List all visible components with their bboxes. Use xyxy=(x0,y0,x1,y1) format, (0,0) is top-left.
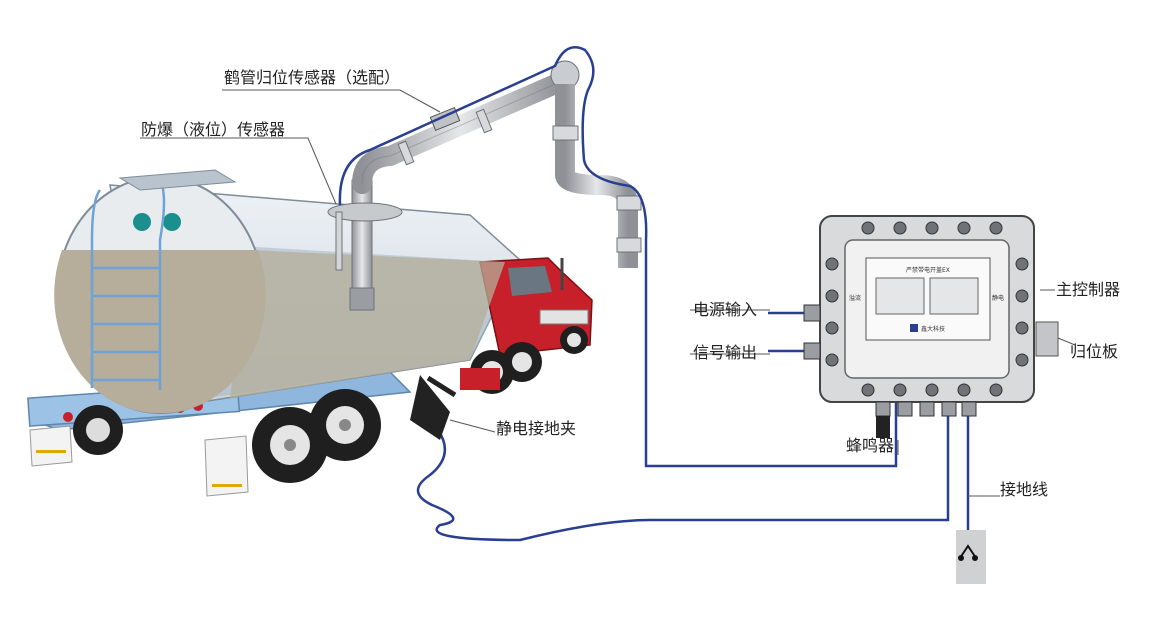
ground-stake xyxy=(956,530,986,584)
panel-left-text: 溢流 xyxy=(849,294,861,302)
wheel xyxy=(502,342,542,382)
tanker-truck xyxy=(27,169,593,497)
rear-light xyxy=(63,412,73,422)
loading-arm xyxy=(327,60,642,311)
signal-cables xyxy=(338,46,970,548)
label-explosion-sensor: 防爆（液位）传感器 xyxy=(141,120,286,139)
reflector-strip xyxy=(212,484,242,487)
box-bolts xyxy=(825,221,1029,397)
mudguard xyxy=(460,368,500,390)
mud-flap xyxy=(204,435,249,497)
wheel xyxy=(252,407,328,483)
label-crane-sensor: 鹤管归位传感器（选配） xyxy=(224,68,401,87)
wheel xyxy=(73,405,123,455)
walkway xyxy=(118,169,237,191)
label-return-plate: 归位板 xyxy=(1070,342,1119,361)
buzzer-device xyxy=(876,416,890,438)
static-ground-clamp xyxy=(410,375,457,440)
label-buzzer: 蜂鸣器 xyxy=(846,436,895,455)
level-sensor-flange xyxy=(327,202,403,222)
wheel xyxy=(560,326,588,354)
label-power-input: 电源输入 xyxy=(693,300,758,319)
label-ground-wire: 接地线 xyxy=(1000,480,1049,499)
reflector-strip xyxy=(36,450,66,453)
label-signal-output: 信号输出 xyxy=(693,343,758,362)
return-plate xyxy=(1035,321,1059,357)
level-sensor-probe xyxy=(335,211,343,271)
panel-title: 严禁带电开盖EX xyxy=(906,266,950,274)
label-ground-clamp: 静电接地夹 xyxy=(496,419,577,438)
leader-lines xyxy=(140,89,1076,497)
wheel xyxy=(309,389,381,461)
tank-port xyxy=(133,213,151,231)
mud-flap xyxy=(29,425,73,467)
main-controller-box: 严禁带电开盖EX 溢流 静电 鑫大科技 xyxy=(803,215,1059,417)
cable-gland xyxy=(803,304,977,417)
tank-port xyxy=(163,213,181,231)
panel-right-text: 静电 xyxy=(992,294,1004,302)
panel-brand: 鑫大科技 xyxy=(921,325,945,333)
tank-liquid-side xyxy=(230,250,505,398)
label-main-controller: 主控制器 xyxy=(1056,280,1121,299)
